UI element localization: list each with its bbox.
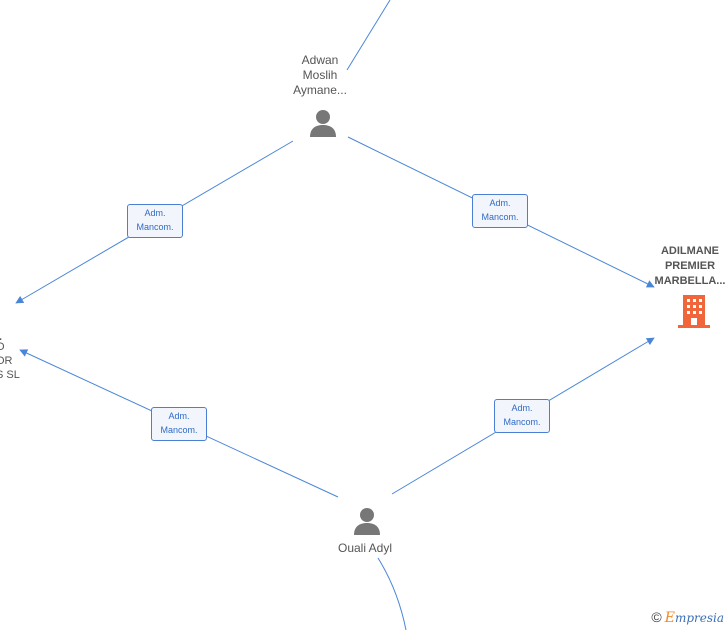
edge-label-line: Mancom. (160, 425, 198, 435)
copyright-icon: © (651, 609, 662, 625)
node-label-line: MARBELLA... (654, 275, 726, 287)
person-icon[interactable] (308, 108, 338, 138)
edge-label-line: Adm. (489, 198, 511, 208)
edge-label-ouali-left[interactable]: Adm. Mancom. (151, 407, 207, 441)
node-label-line: Adwan (301, 53, 339, 67)
node-label-adilmane[interactable]: ADILMANE PREMIER MARBELLA... (648, 244, 728, 289)
edge-label-line: Adm. (168, 411, 190, 421)
node-label-line: Aymane... (293, 83, 347, 97)
edge-label-line: Adm. (144, 208, 166, 218)
node-label-left-company[interactable]: .. O OR S SL (0, 332, 20, 382)
edge-label-line: Mancom. (481, 212, 519, 222)
node-label-line: OR (0, 355, 13, 367)
edge-label-line: Mancom. (503, 417, 541, 427)
brand-rest: mpresia (674, 611, 724, 625)
node-label-line: PREMIER (664, 260, 716, 272)
person-icon[interactable] (352, 506, 382, 536)
edge-label-adwan-left[interactable]: Adm. Mancom. (127, 204, 183, 238)
edge-label-ouali-adilmane[interactable]: Adm. Mancom. (494, 399, 550, 433)
edge-label-line: Mancom. (136, 222, 174, 232)
edge-label-adwan-adilmane[interactable]: Adm. Mancom. (472, 194, 528, 228)
node-label-line: Ouali Adyl (337, 541, 393, 555)
node-label-line: Moslih (302, 68, 338, 82)
building-icon[interactable] (678, 294, 710, 328)
edge-ouali-offscreen (377, 557, 407, 630)
node-label-line: ADILMANE (660, 245, 720, 257)
node-label-line: O (0, 341, 5, 353)
node-label-ouali[interactable]: Ouali Adyl (325, 541, 405, 556)
node-label-line: S SL (0, 369, 20, 381)
node-label-line: .. (0, 332, 20, 343)
empresia-watermark: ©Empresia (651, 609, 724, 626)
edge-adwan-offscreen (346, 0, 391, 71)
edge-label-line: Adm. (511, 403, 533, 413)
brand-first-letter: E (664, 610, 675, 626)
node-label-adwan[interactable]: Adwan Moslih Aymane... (280, 53, 360, 98)
